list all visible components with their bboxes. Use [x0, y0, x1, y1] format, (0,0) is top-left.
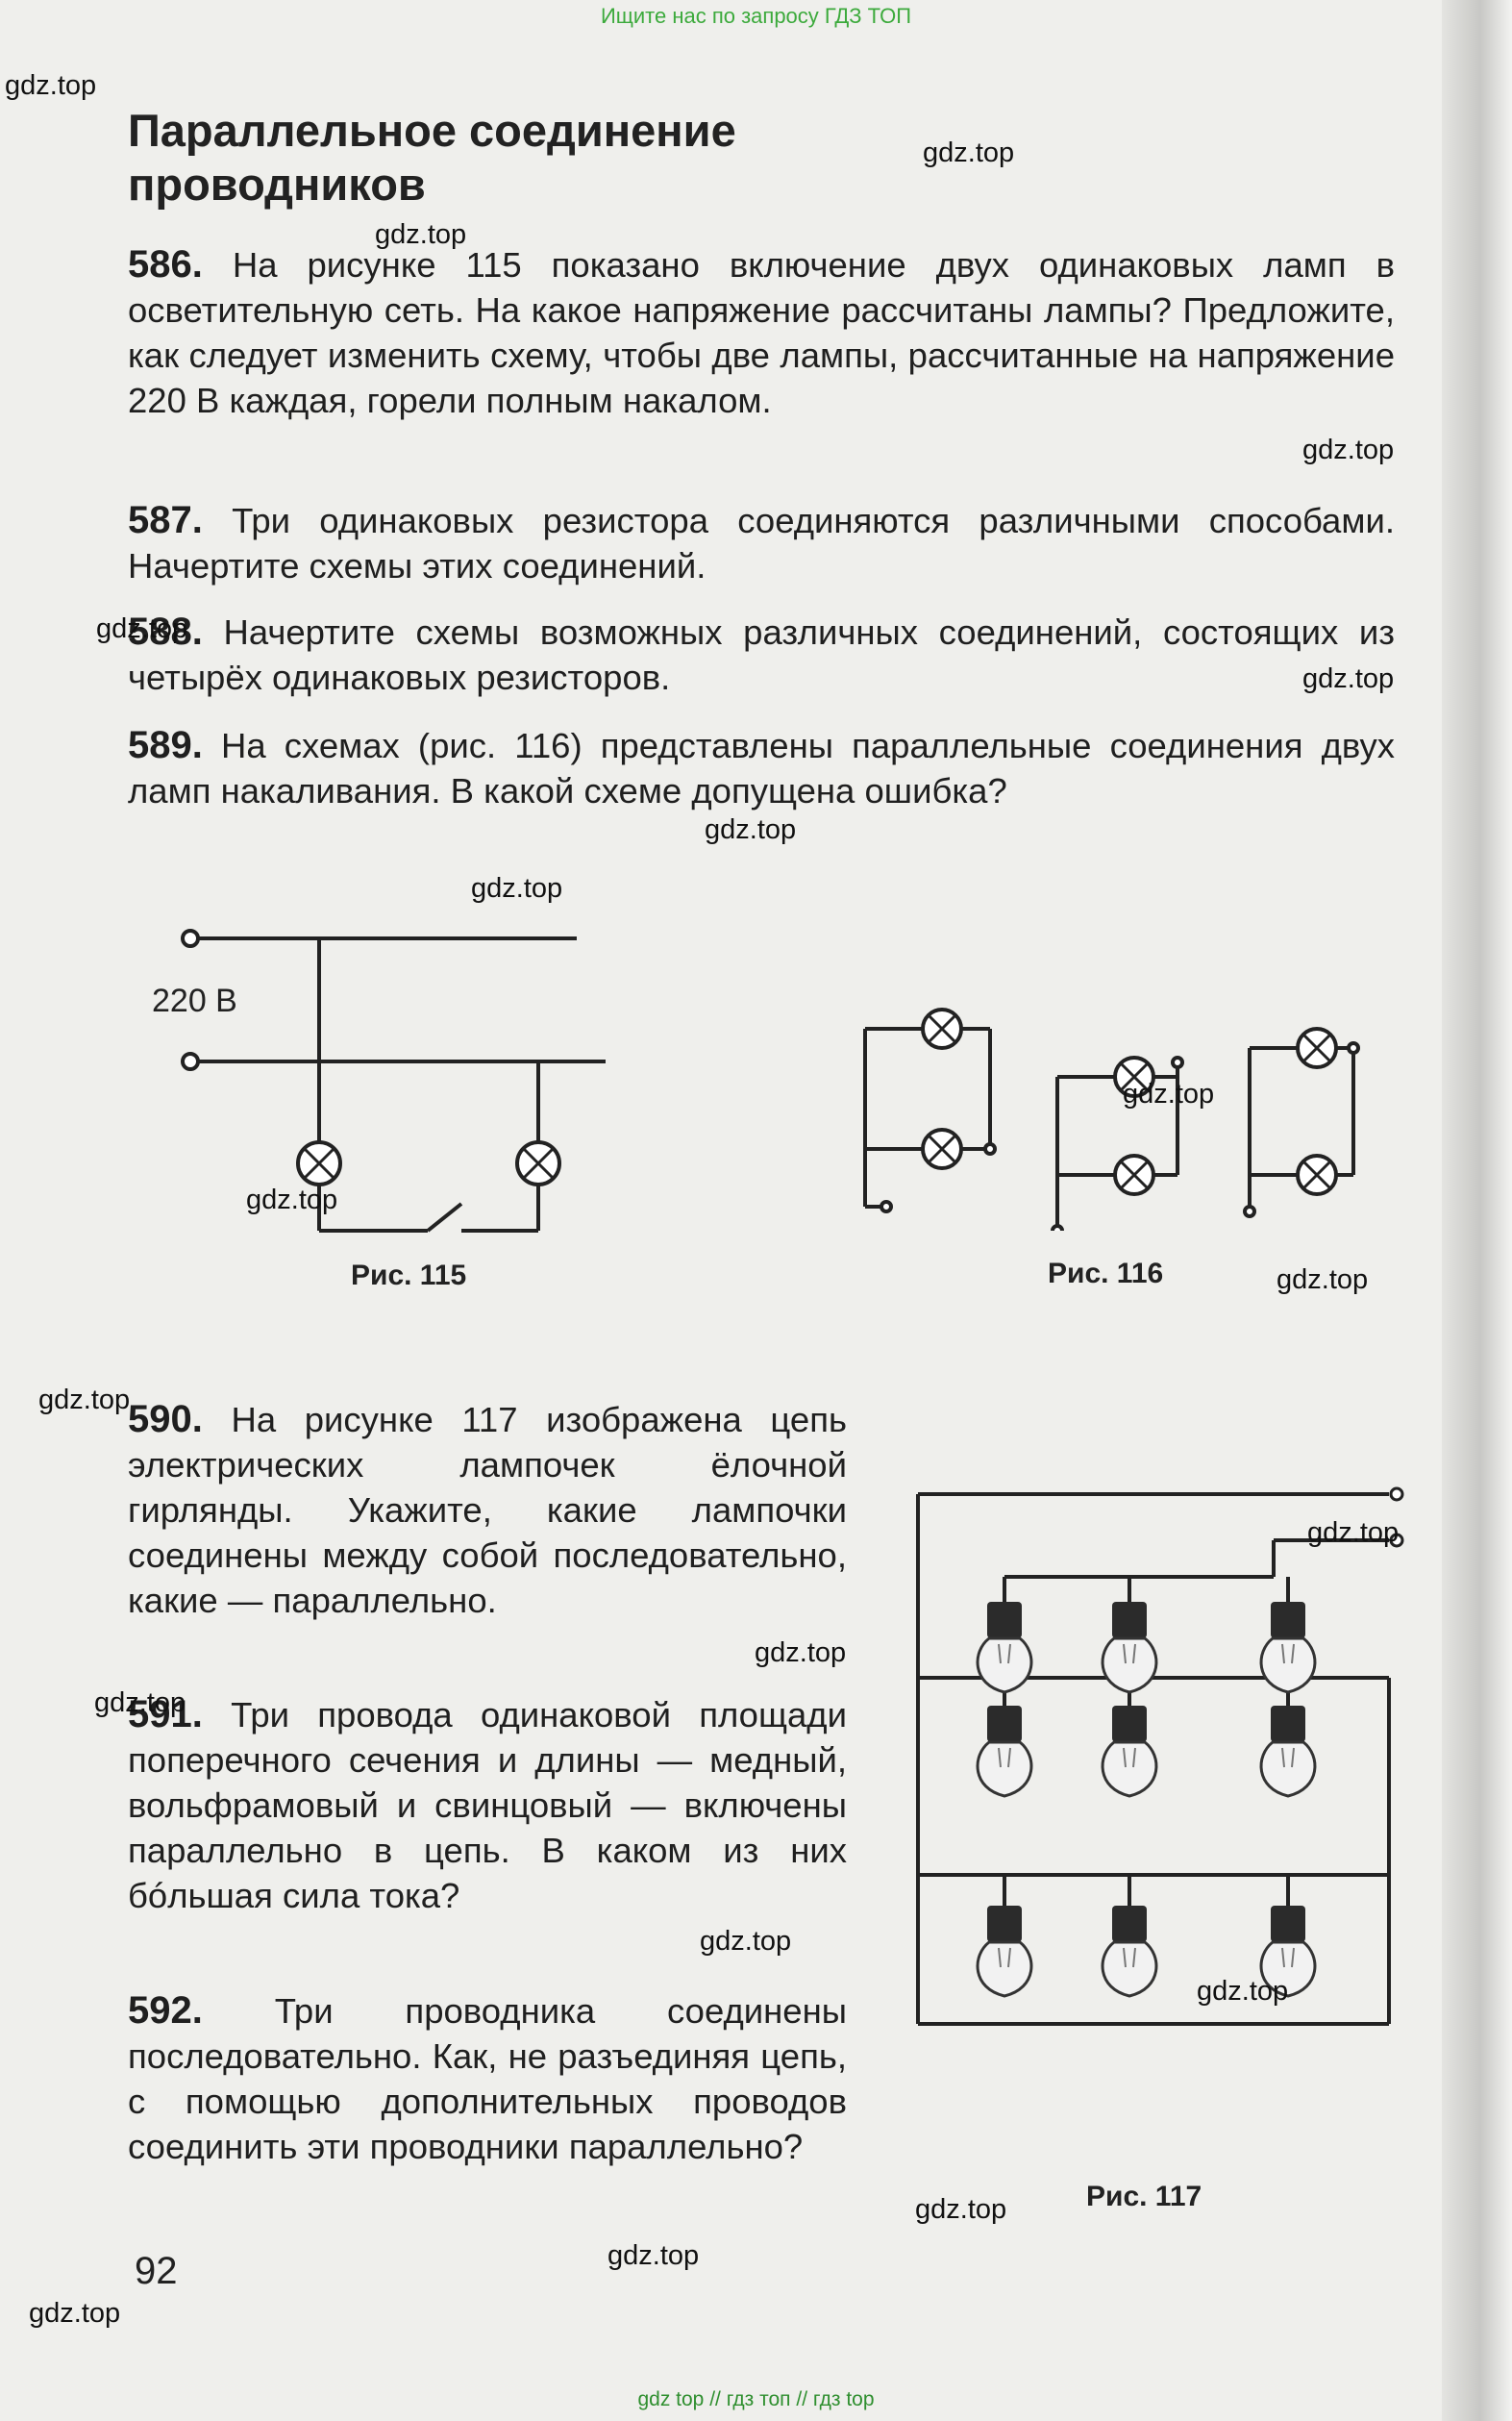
- watermark: gdz.top: [1123, 1079, 1215, 1110]
- section-title: Параллельное соединение проводников: [128, 104, 736, 212]
- watermark: gdz.top: [1197, 1976, 1289, 2007]
- bulb-icon: [1101, 1704, 1158, 1798]
- problem-text: На рисунке 115 показано включение двух о…: [128, 245, 1395, 420]
- problem-text: Три одинаковых резистора соединяются раз…: [128, 501, 1395, 586]
- watermark: gdz.top: [755, 1637, 847, 1668]
- problem-number: 591.: [128, 1693, 203, 1735]
- problem-number: 589.: [128, 724, 203, 766]
- watermark: gdz.top: [94, 1687, 186, 1718]
- bottom-banner[interactable]: gdz top // гдз топ // гдз top: [637, 2388, 875, 2410]
- problem-number: 586.: [128, 243, 203, 286]
- watermark: gdz.top: [29, 2298, 121, 2329]
- watermark: gdz.top: [1307, 1517, 1400, 1548]
- bulb-icon: [976, 1904, 1033, 1998]
- watermark: gdz.top: [246, 1185, 338, 1215]
- bulb-icon: [976, 1704, 1033, 1798]
- watermark: gdz.top: [705, 814, 797, 845]
- bulb-icon: [1259, 1600, 1317, 1694]
- problem-text: На схемах (рис. 116) представлены паралл…: [128, 726, 1395, 811]
- watermark: gdz.top: [923, 137, 1015, 168]
- watermark: gdz.top: [1302, 663, 1395, 694]
- problem-text: На рисунке 117 изображена цепь электриче…: [128, 1400, 847, 1620]
- problem-589: 589. На схемах (рис. 116) представлены п…: [128, 723, 1395, 813]
- figure-115-caption: Рис. 115: [351, 1260, 467, 1291]
- figure-117-garland: [916, 1486, 1404, 2026]
- problem-586: 586. На рисунке 115 показано включение д…: [128, 242, 1395, 423]
- section-title-line2: проводников: [128, 159, 426, 210]
- lamp-icon: [1296, 1154, 1338, 1196]
- figure-117-caption: Рис. 117: [1086, 2181, 1202, 2212]
- bulb-icon: [1101, 1904, 1158, 1998]
- bulb-icon: [1101, 1600, 1158, 1694]
- page-edge-shadow: [1442, 0, 1512, 2421]
- watermark: gdz.top: [1302, 435, 1395, 465]
- lamp-icon: [296, 1140, 342, 1186]
- watermark: gdz.top: [1277, 1264, 1369, 1295]
- problem-number: 590.: [128, 1398, 203, 1440]
- watermark: gdz.top: [375, 219, 467, 250]
- figure-116-caption: Рис. 116: [1048, 1258, 1164, 1289]
- lamp-icon: [1296, 1027, 1338, 1069]
- problem-591: 591. Три провода одинаковой площади попе…: [128, 1692, 847, 1918]
- figure-116-circuits: [863, 1008, 1360, 1231]
- problem-text: Три провода одинаковой площади поперечно…: [128, 1695, 847, 1915]
- watermark: gdz.top: [38, 1385, 131, 1415]
- bulb-icon: [1259, 1704, 1317, 1798]
- watermark: gdz.top: [5, 70, 97, 101]
- voltage-label: 220 В: [152, 983, 237, 1019]
- figure-115-circuit: [181, 929, 606, 1233]
- problem-text: Начертите схемы возможных различных соед…: [128, 612, 1395, 697]
- lamp-icon: [921, 1008, 963, 1050]
- watermark: gdz.top: [607, 2240, 700, 2271]
- lamp-icon: [921, 1128, 963, 1170]
- bulb-icon: [976, 1600, 1033, 1694]
- lamp-icon: [1113, 1154, 1155, 1196]
- lamp-icon: [1113, 1056, 1155, 1098]
- page-number: 92: [135, 2250, 178, 2292]
- top-banner[interactable]: Ищите нас по запросу ГДЗ ТОП: [600, 4, 912, 28]
- problem-text: Три проводника соединены последовательно…: [128, 1991, 847, 2166]
- section-title-line1: Параллельное соединение: [128, 105, 736, 156]
- problem-number: 588.: [128, 611, 203, 653]
- watermark: gdz.top: [915, 2194, 1007, 2225]
- problem-587: 587. Три одинаковых резистора соединяютс…: [128, 498, 1395, 588]
- problem-number: 592.: [128, 1989, 203, 2032]
- lamp-icon: [515, 1140, 561, 1186]
- problem-588: 588. Начертите схемы возможных различных…: [128, 610, 1395, 700]
- watermark: gdz.top: [700, 1926, 792, 1957]
- problem-number: 587.: [128, 499, 203, 541]
- watermark: gdz.top: [471, 873, 563, 904]
- problem-592: 592. Три проводника соединены последоват…: [128, 1988, 847, 2169]
- problem-590: 590. На рисунке 117 изображена цепь элек…: [128, 1397, 847, 1623]
- watermark: gdz.top: [96, 613, 188, 644]
